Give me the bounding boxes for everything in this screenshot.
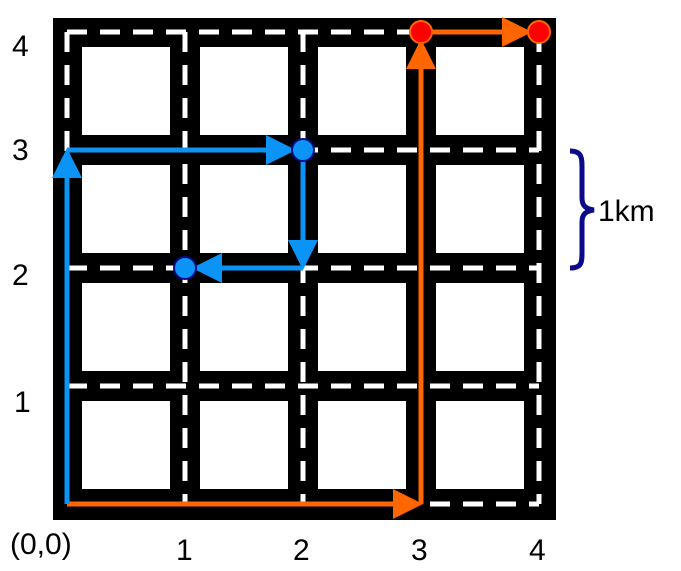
orange-route-node [527, 20, 551, 44]
orange-route-node [409, 20, 433, 44]
scale-label: 1km [598, 195, 655, 228]
city-block [200, 401, 288, 489]
city-block [436, 401, 524, 489]
city-block [318, 401, 406, 489]
city-block [318, 283, 406, 371]
x-label-1: 1 [176, 534, 193, 567]
y-label-3: 3 [12, 134, 29, 167]
y-label-1: 1 [14, 386, 31, 419]
city-block [318, 165, 406, 253]
origin-label: (0,0) [10, 528, 72, 561]
blue-route-node [173, 256, 197, 280]
city-block [318, 47, 406, 135]
scale-brace [569, 148, 595, 271]
city-block [436, 47, 524, 135]
route-nodes [173, 20, 551, 280]
city-block [200, 47, 288, 135]
city-block [436, 165, 524, 253]
city-block [82, 47, 170, 135]
city-block [200, 283, 288, 371]
y-label-4: 4 [12, 30, 29, 63]
city-blocks [82, 47, 524, 489]
city-block [82, 401, 170, 489]
city-block [82, 165, 170, 253]
city-block [82, 283, 170, 371]
y-label-2: 2 [12, 259, 29, 292]
routes [52, 17, 532, 519]
x-label-2: 2 [293, 534, 310, 567]
city-block [200, 165, 288, 253]
blue-route-node [291, 138, 315, 162]
x-label-4: 4 [529, 534, 546, 567]
x-label-3: 3 [411, 534, 428, 567]
city-block [436, 283, 524, 371]
